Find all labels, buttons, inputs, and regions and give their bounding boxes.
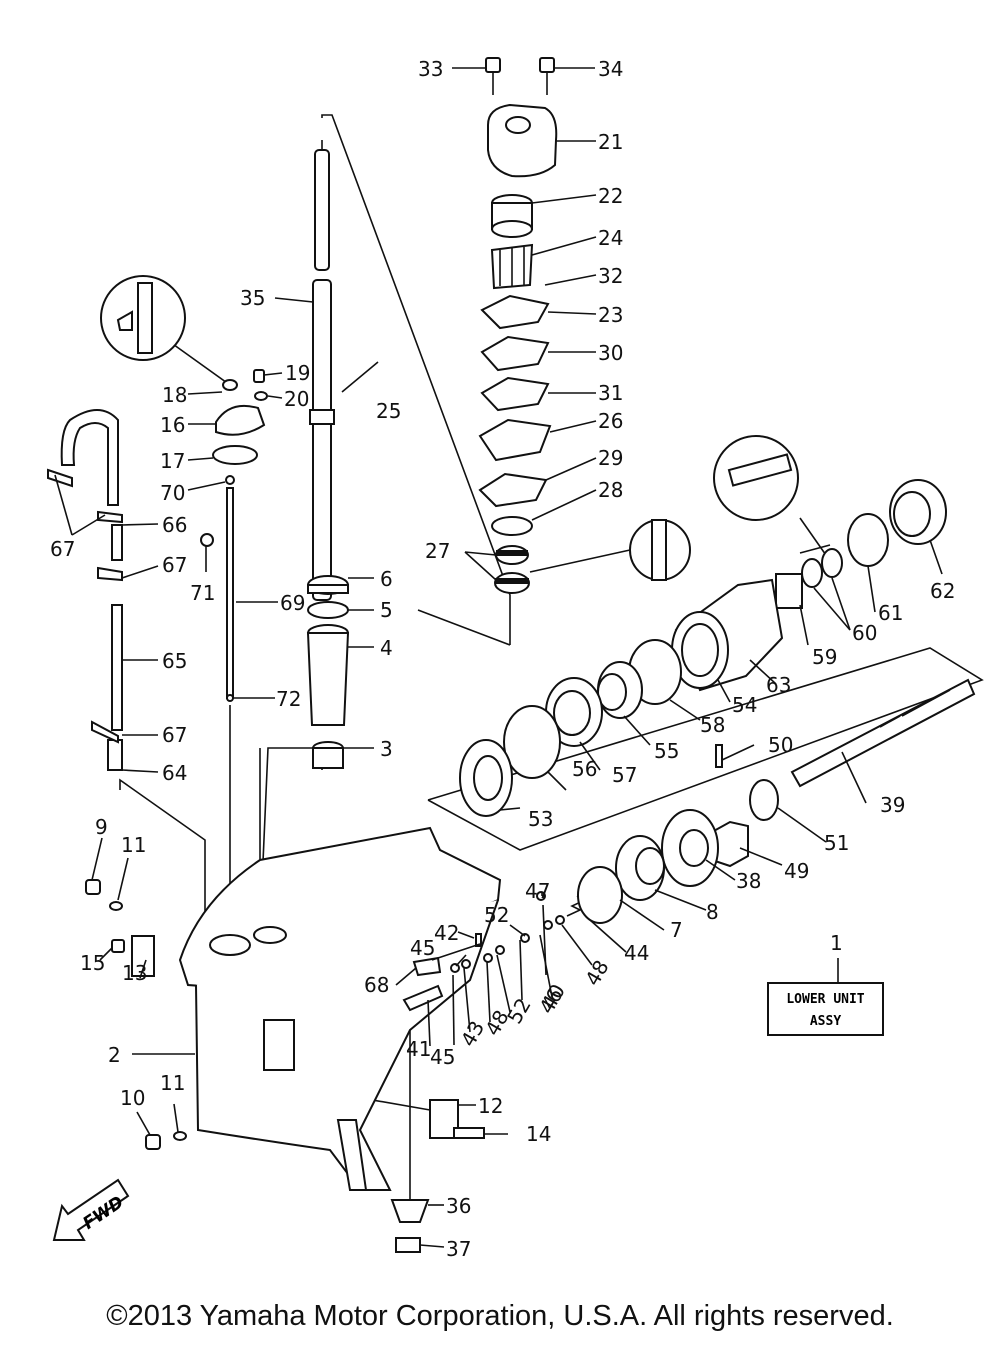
- part-number-label: 12: [478, 1094, 503, 1118]
- part-number-label: 67: [162, 723, 187, 747]
- part-number-label: 3: [380, 737, 393, 761]
- part-number-label: 64: [162, 761, 187, 785]
- part-number-label: 6: [380, 567, 393, 591]
- part-number-label: 72: [276, 687, 301, 711]
- part-number-label: 38: [736, 869, 761, 893]
- part-number-label: 67: [162, 553, 187, 577]
- part-number-label: 20: [284, 387, 309, 411]
- shift-rod-assembly: [200, 369, 268, 702]
- part-number-label: 54: [732, 693, 757, 717]
- part-number-label: 48: [580, 956, 614, 990]
- legend-line-2: ASSY: [809, 1014, 842, 1029]
- water-pump-assembly: [478, 57, 558, 594]
- part-number-label: 1: [830, 931, 843, 955]
- part-number-label: 9: [95, 815, 108, 839]
- part-number-label: 53: [528, 807, 553, 831]
- part-number-label: 45: [410, 936, 435, 960]
- propeller-shaft-assembly: [459, 479, 976, 924]
- label-leader-lines: [54, 67, 943, 1248]
- part-number-label: 33: [418, 57, 443, 81]
- part-number-label: 2: [108, 1043, 121, 1067]
- part-number-label: 21: [598, 130, 623, 154]
- hose-assembly: [47, 409, 123, 771]
- fwd-direction-arrow: FWD: [52, 1178, 130, 1241]
- part-number-label: 29: [598, 446, 623, 470]
- part-number-label: 39: [880, 793, 905, 817]
- part-number-label: 35: [240, 286, 265, 310]
- part-number-label: 17: [160, 449, 185, 473]
- part-number-label: 5: [380, 598, 393, 622]
- part-number-label: 25: [376, 399, 401, 423]
- part-number-label: 63: [766, 673, 791, 697]
- part-number-label: 44: [624, 941, 649, 965]
- part-number-label: 56: [572, 757, 597, 781]
- part-number-label: 28: [598, 478, 623, 502]
- part-number-label: 36: [446, 1194, 471, 1218]
- detail-callouts: [100, 275, 799, 581]
- part-number-label: 55: [654, 739, 679, 763]
- legend-line-1: LOWER UNIT: [786, 992, 865, 1007]
- part-number-label: 32: [598, 264, 623, 288]
- part-number-label: 67: [50, 537, 75, 561]
- part-number-label: 26: [598, 409, 623, 433]
- part-number-label: 42: [434, 921, 459, 945]
- part-number-label: 51: [824, 831, 849, 855]
- part-number-label: 49: [784, 859, 809, 883]
- part-number-label: 23: [598, 303, 623, 327]
- part-number-label: 58: [700, 713, 725, 737]
- part-number-label: 66: [162, 513, 187, 537]
- part-number-label: 7: [670, 918, 683, 942]
- part-number-label: 37: [446, 1237, 471, 1261]
- exploded-parts-diagram: FWD: [47, 57, 984, 1261]
- part-number-label: 70: [160, 481, 185, 505]
- part-number-label: 52: [484, 903, 509, 927]
- assembly-guide-lines: [119, 114, 984, 1200]
- part-number-label: 11: [160, 1071, 185, 1095]
- part-number-label: 65: [162, 649, 187, 673]
- shift-linkage: [402, 891, 587, 1012]
- part-number-label: 19: [285, 361, 310, 385]
- part-number-label: 10: [120, 1086, 145, 1110]
- part-number-label: 11: [121, 833, 146, 857]
- part-number-label: 30: [598, 341, 623, 365]
- part-number-label: 22: [598, 184, 623, 208]
- part-number-label: 31: [598, 381, 623, 405]
- part-number-label: 18: [162, 383, 187, 407]
- part-number-label: 4: [380, 636, 393, 660]
- part-number-label: 69: [280, 591, 305, 615]
- part-number-label: 15: [80, 951, 105, 975]
- copyright-notice: ©2013 Yamaha Motor Corporation, U.S.A. A…: [106, 1300, 894, 1332]
- part-number-label: 24: [598, 226, 623, 250]
- drive-shaft: [309, 140, 335, 601]
- part-number-label: 45: [430, 1045, 455, 1069]
- part-number-labels: 1 2 3 4 5 6 7 8 9 10 11 11 12 13 14 15 1…: [50, 57, 955, 1261]
- part-number-label: 8: [706, 900, 719, 924]
- part-number-label: 71: [190, 581, 215, 605]
- part-number-label: 14: [526, 1122, 551, 1146]
- part-number-label: 27: [425, 539, 450, 563]
- part-number-label: 60: [852, 621, 877, 645]
- casing-fasteners: [85, 879, 508, 1253]
- drive-shaft-bearings: [306, 575, 350, 769]
- lower-unit-assy-box: LOWER UNIT ASSY: [767, 982, 884, 1036]
- part-number-label: 59: [812, 645, 837, 669]
- part-number-label: 13: [122, 961, 147, 985]
- part-number-label: 62: [930, 579, 955, 603]
- part-number-label: 57: [612, 763, 637, 787]
- part-number-label: 41: [406, 1037, 431, 1061]
- part-number-label: 61: [878, 601, 903, 625]
- part-number-label: 68: [364, 973, 389, 997]
- part-number-label: 16: [160, 413, 185, 437]
- part-number-label: 34: [598, 57, 623, 81]
- part-number-label: 47: [525, 879, 550, 903]
- part-number-label: 50: [768, 733, 793, 757]
